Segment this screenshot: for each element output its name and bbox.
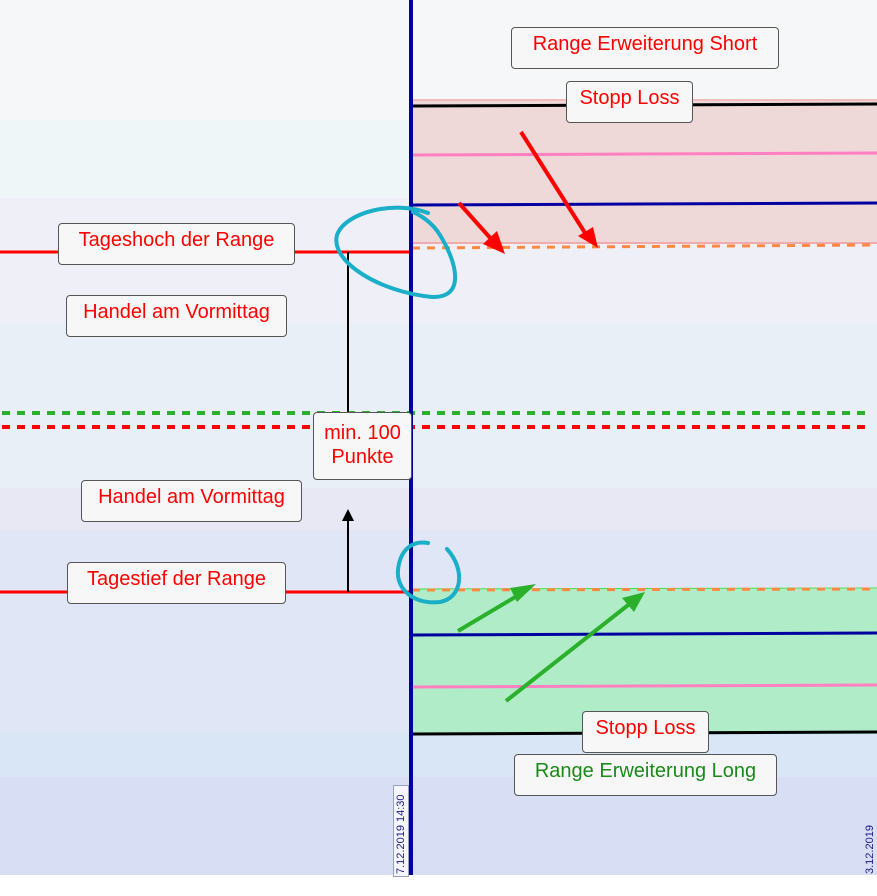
- short-entry-line: [411, 201, 877, 207]
- long-mid-line: [411, 683, 877, 689]
- short-arrow-1: [457, 201, 505, 254]
- long-arrow-1: [456, 584, 536, 633]
- day-high-label: Tageshoch der Range: [58, 223, 295, 265]
- highlight-circle-low: [395, 540, 462, 605]
- long-arrow-2: [504, 592, 645, 703]
- arrow-head-icon: [622, 592, 645, 612]
- morning-trade-label-bottom: Handel am Vormittag: [81, 480, 302, 522]
- time-axis-label-left: 7.12.2019 14:30: [393, 785, 409, 877]
- short-mid-line: [411, 151, 877, 157]
- short-target-dash: [411, 243, 877, 250]
- min-points-line2: Punkte: [331, 446, 394, 468]
- stop-loss-long-label: Stopp Loss: [582, 711, 709, 753]
- background-band: [0, 875, 877, 896]
- day-low-label: Tagestief der Range: [67, 562, 286, 604]
- short-arrow-2: [519, 130, 598, 248]
- up-arrow-head-icon: [342, 509, 354, 521]
- range-short-label: Range Erweiterung Short: [511, 27, 779, 69]
- highlight-circle-high: [334, 205, 458, 300]
- arrow-head-icon: [578, 227, 598, 248]
- time-axis-label-right: 3.12.2019: [864, 825, 876, 874]
- min-points-label: min. 100 Punkte: [313, 412, 412, 480]
- morning-trade-label-top: Handel am Vormittag: [66, 295, 287, 337]
- arrow-head-icon: [510, 584, 536, 602]
- short-zone: [412, 99, 877, 244]
- arrow-head-icon: [483, 231, 505, 254]
- min-points-line1: min. 100: [324, 422, 401, 444]
- stop-loss-short-label: Stopp Loss: [566, 81, 693, 123]
- range-long-label: Range Erweiterung Long: [514, 754, 777, 796]
- long-entry-line: [411, 631, 877, 637]
- long-target-dash: [411, 587, 877, 592]
- background-band: [0, 323, 877, 488]
